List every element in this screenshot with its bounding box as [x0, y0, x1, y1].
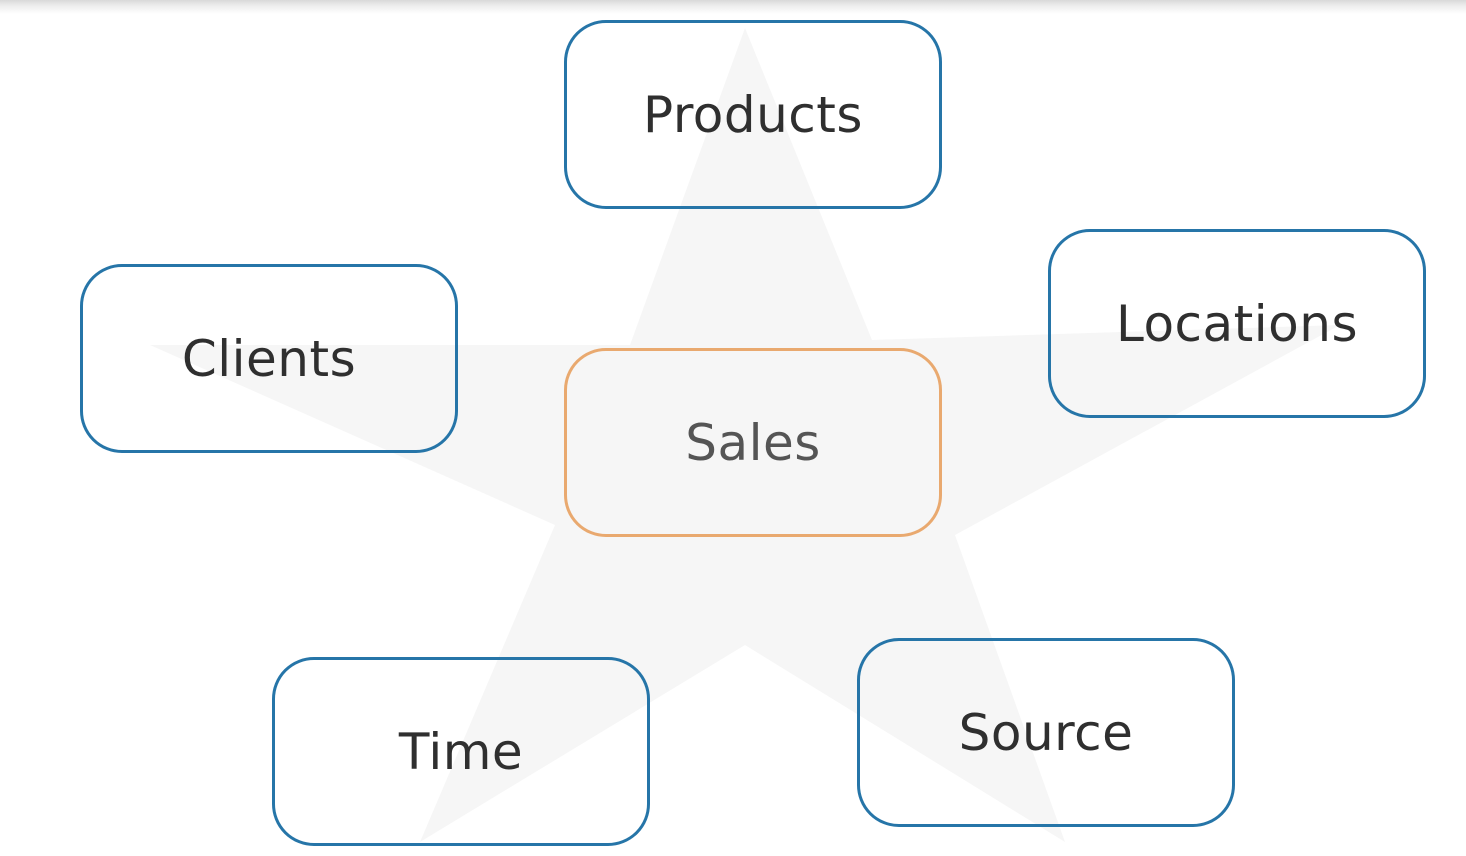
top-shadow	[0, 0, 1466, 14]
node-sales[interactable]: Sales	[564, 348, 942, 537]
node-locations-label: Locations	[1115, 294, 1359, 353]
node-time-label: Time	[398, 722, 524, 781]
node-sales-label: Sales	[685, 413, 821, 472]
node-products[interactable]: Products	[564, 20, 942, 209]
node-products-label: Products	[643, 85, 863, 144]
node-clients[interactable]: Clients	[80, 264, 458, 453]
node-time[interactable]: Time	[272, 657, 650, 846]
node-source[interactable]: Source	[857, 638, 1235, 827]
node-source-label: Source	[958, 703, 1134, 762]
node-clients-label: Clients	[181, 329, 357, 388]
node-locations[interactable]: Locations	[1048, 229, 1426, 418]
